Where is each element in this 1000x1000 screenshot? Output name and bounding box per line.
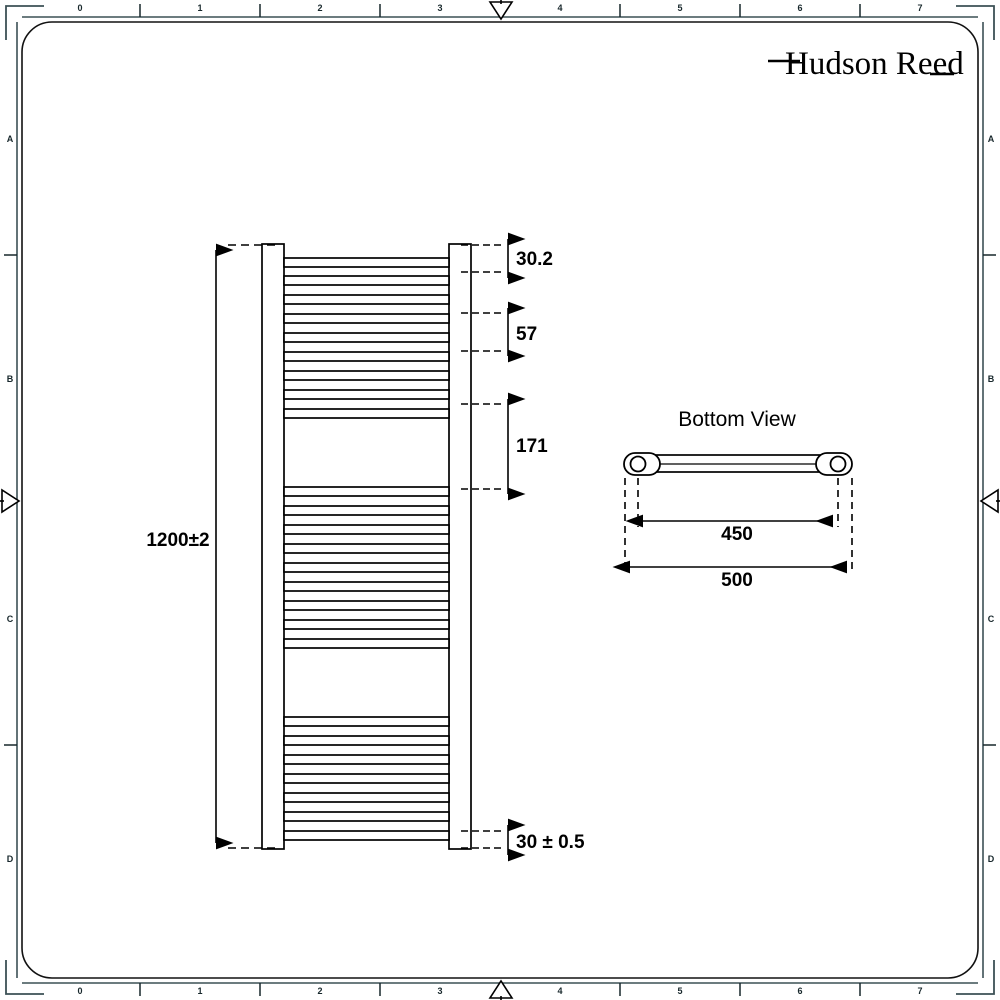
rail-bar (283, 716, 450, 727)
rail-bar (283, 524, 450, 535)
ruler-bottom-label-7: 7 (917, 986, 922, 996)
radiator-left-post (261, 243, 285, 850)
towel-radiator-front-view (261, 243, 472, 850)
ruler-right-ticks (983, 254, 996, 746)
rail-bar (283, 735, 450, 746)
bottom-view-title: Bottom View (678, 408, 796, 431)
ruler-top-ticks (139, 4, 861, 17)
ruler-bottom-label-4: 4 (557, 986, 562, 996)
ruler-top-label-7: 7 (917, 3, 922, 13)
dimension-overall-width: 500 (612, 560, 847, 591)
rail-bar (283, 773, 450, 784)
ruler-left-label-d: D (7, 854, 14, 864)
ruler-right-label-b: B (988, 374, 995, 384)
dimension-bracket-centres: 450 (625, 514, 833, 545)
ruler-right-label-c: C (988, 614, 995, 624)
ruler-bottom-label-3: 3 (437, 986, 442, 996)
ruler-top-labels: 0 1 2 3 4 5 6 7 (77, 3, 922, 13)
bottom-view-right-mount-hole (829, 455, 847, 473)
dimension-bottom-gap: 30 ± 0.5 (461, 818, 585, 862)
ruler-left-ticks (4, 254, 17, 746)
rail-bar (283, 351, 450, 362)
ruler-top-label-6: 6 (797, 3, 802, 13)
rail-bar (283, 562, 450, 573)
rail-bar (283, 332, 450, 343)
ruler-left-label-c: C (7, 614, 14, 624)
ruler-bottom-label-2: 2 (317, 986, 322, 996)
dimension-top-gap-label: 30.2 (516, 249, 553, 270)
ruler-top-label-4: 4 (557, 3, 562, 13)
rail-bar (283, 313, 450, 324)
ruler-top-label-2: 2 (317, 3, 322, 13)
ruler-bottom-labels: 0 1 2 3 4 5 6 7 (77, 986, 922, 996)
rail-bar (283, 581, 450, 592)
dimension-bar-pitch: 57 (461, 301, 537, 363)
rail-bar (283, 811, 450, 822)
rail-bar (283, 294, 450, 305)
ruler-bottom-label-5: 5 (677, 986, 682, 996)
brand-logo: Hudson Reed (768, 46, 964, 82)
dimension-overall-width-label: 500 (721, 570, 753, 591)
rail-bar (283, 505, 450, 516)
rail-bar (283, 543, 450, 554)
rail-bar (283, 600, 450, 611)
rail-bar (283, 486, 450, 497)
ruler-bottom-label-1: 1 (197, 986, 202, 996)
rail-bar (283, 638, 450, 649)
bottom-view-left-mount-hole (629, 455, 647, 473)
frame-rounded-border (21, 21, 979, 979)
dimension-wide-gap: 171 (461, 392, 548, 501)
dimension-overall-height: 1200±2 (146, 243, 275, 850)
rail-bar (283, 370, 450, 381)
rail-bar (283, 275, 450, 286)
corner-marks (5, 5, 995, 995)
rail-bar (283, 754, 450, 765)
dimension-bottom-gap-label: 30 ± 0.5 (516, 832, 585, 853)
ruler-top-label-1: 1 (197, 3, 202, 13)
dimension-top-gap: 30.2 (461, 232, 553, 285)
dimension-bracket-centres-label: 450 (721, 524, 753, 545)
rail-bar (283, 257, 450, 268)
radiator-rail-bars (283, 257, 450, 841)
brand-logo-text: Hudson Reed (785, 46, 964, 82)
rail-bar (283, 389, 450, 400)
bottom-view: Bottom View 450 (612, 408, 853, 591)
ruler-top-label-0: 0 (77, 3, 82, 13)
rail-bar (283, 830, 450, 841)
dimension-bar-pitch-label: 57 (516, 324, 537, 345)
ruler-left-labels: A B C D (7, 134, 14, 864)
ruler-left-label-a: A (7, 134, 14, 144)
ruler-right-label-d: D (988, 854, 995, 864)
rail-bar (283, 408, 450, 419)
dimension-overall-height-label: 1200±2 (146, 530, 209, 551)
ruler-bottom-ticks (139, 983, 861, 996)
ruler-bottom-label-0: 0 (77, 986, 82, 996)
rail-bar (283, 792, 450, 803)
ruler-top-label-3: 3 (437, 3, 442, 13)
ruler-right-label-a: A (988, 134, 995, 144)
dimension-wide-gap-label: 171 (516, 436, 548, 457)
ruler-top-label-5: 5 (677, 3, 682, 13)
ruler-left-label-b: B (7, 374, 14, 384)
ruler-right-labels: A B C D (988, 134, 995, 864)
rail-bar (283, 619, 450, 630)
radiator-right-post (448, 243, 472, 850)
ruler-bottom-label-6: 6 (797, 986, 802, 996)
